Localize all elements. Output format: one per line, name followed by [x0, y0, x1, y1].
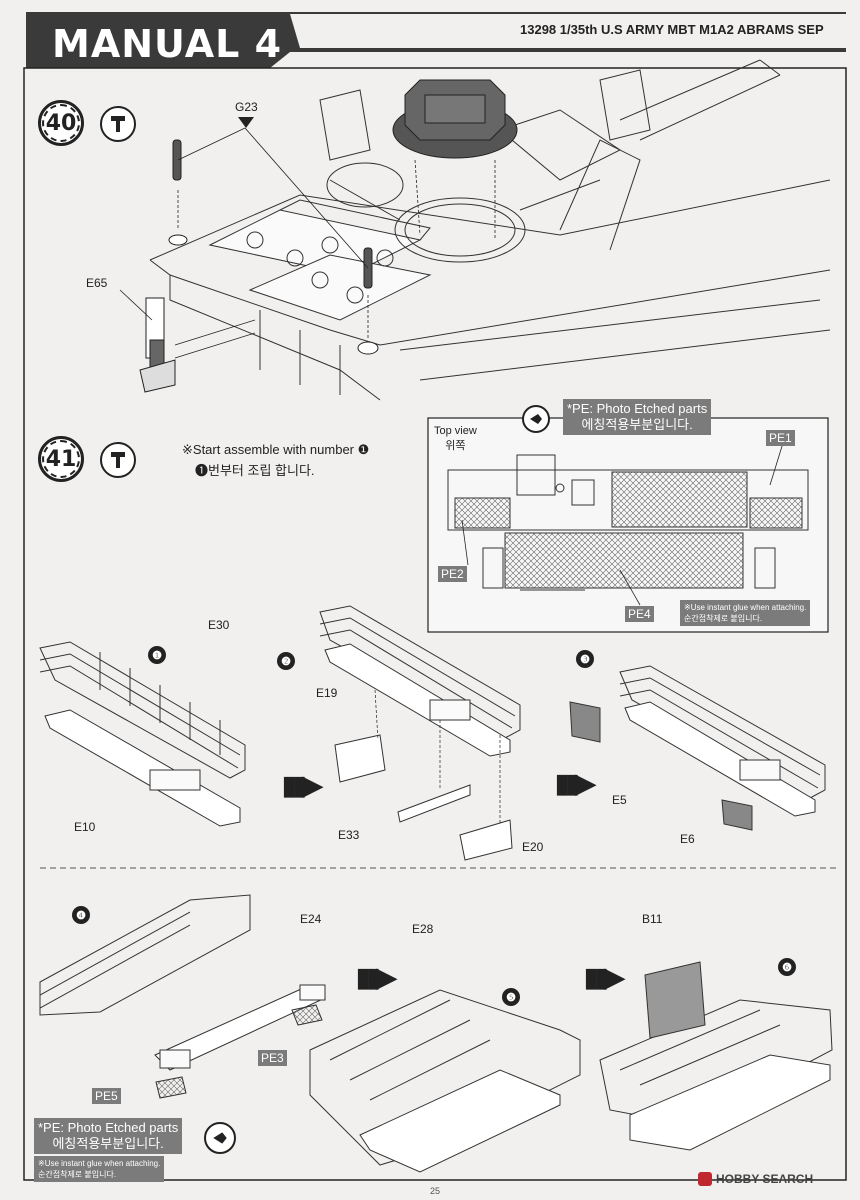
page-number: 25 [430, 1186, 441, 1196]
top-view-leaders [461, 442, 784, 606]
top-view-pe-note-ko: 에칭적용부분입니다. [581, 417, 693, 432]
label-e28: E28 [412, 922, 434, 936]
top-view-pe-note-en: *PE: Photo Etched parts [567, 401, 708, 416]
label-e20: E20 [522, 840, 544, 854]
label-e6: E6 [680, 832, 695, 846]
substep-6-marker: ❻ [778, 958, 796, 976]
label-g23: G23 [235, 100, 258, 114]
substep6-drawing [599, 961, 833, 1151]
hammer-icon [100, 106, 136, 142]
label-pe2: PE2 [438, 566, 467, 582]
next-arrow-icon: ▮▮▶ [584, 962, 625, 992]
page-border [23, 67, 847, 1181]
top-view-glue-ko: 순간접착제로 붙입니다. [684, 614, 763, 623]
watermark: HOBBY SEARCH [698, 1172, 813, 1186]
label-e65: E65 [86, 276, 108, 290]
g23-pointer [238, 117, 254, 128]
step-41-number: 41 [45, 446, 77, 472]
hammer-icon [100, 442, 136, 478]
g23-parts [168, 139, 379, 355]
label-e19: E19 [316, 686, 338, 700]
top-view-glue-en: ※Use instant glue when attaching. [684, 603, 807, 612]
glue-icon [522, 405, 550, 433]
bottom-glue-en: ※Use instant glue when attaching. [38, 1159, 161, 1168]
top-view-title: Top view 위쪽 [434, 425, 477, 453]
top-view-glue-note: ※Use instant glue when attaching. 순간접착제로… [680, 600, 811, 626]
label-e30: E30 [208, 618, 230, 632]
bottom-glue-note: ※Use instant glue when attaching. 순간접착제로… [34, 1156, 165, 1182]
label-b11: B11 [642, 912, 663, 926]
bottom-pe-note-en: *PE: Photo Etched parts [38, 1120, 179, 1135]
top-view-pe-note: *PE: Photo Etched parts 에칭적용부분입니다. [563, 399, 712, 435]
step-40-badge: 40 [38, 100, 84, 146]
label-pe1: PE1 [766, 430, 795, 446]
bottom-glue-ko: 순간접착제로 붙입니다. [38, 1170, 117, 1179]
e65-part [139, 297, 176, 393]
label-e24: E24 [300, 912, 322, 926]
manual-title: MANUAL 4 [52, 22, 283, 66]
bottom-pe-note: *PE: Photo Etched parts 에칭적용부분입니다. [34, 1118, 183, 1154]
step41-note-en: ※Start assemble with number ❶ [182, 442, 370, 457]
watermark-text: HOBBY SEARCH [716, 1172, 814, 1186]
step40-guides [119, 127, 496, 359]
step-40-number: 40 [45, 110, 77, 136]
step-41-badge: 41 [38, 436, 84, 482]
label-pe3: PE3 [258, 1050, 287, 1066]
substep4-drawing [39, 894, 326, 1099]
substep-3-marker: ❸ [576, 650, 594, 668]
substep2-guides [374, 689, 501, 825]
top-view-title-en: Top view [434, 425, 477, 437]
top-view-title-ko: 위쪽 [445, 440, 466, 452]
header-light-bar [290, 14, 846, 48]
label-pe4: PE4 [625, 606, 654, 622]
model-title: 13298 1/35th U.S ARMY MBT M1A2 ABRAMS SE… [520, 22, 824, 37]
cupola-part [392, 79, 518, 159]
top-view-drawing [447, 454, 809, 591]
substep-5-marker: ❺ [502, 988, 520, 1006]
substep1-drawing [39, 641, 246, 827]
label-pe5: PE5 [92, 1088, 121, 1104]
hobby-search-logo-icon [698, 1172, 712, 1186]
glue-icon [204, 1122, 236, 1154]
step41-note-ko: ❶번부터 조립 합니다. [195, 463, 315, 478]
label-e5: E5 [612, 793, 627, 807]
substep-4-marker: ❹ [72, 906, 90, 924]
next-arrow-icon: ▮▮▶ [356, 962, 397, 992]
bottom-pe-note-ko: 에칭적용부분입니다. [52, 1136, 164, 1151]
substep-1-marker: ❶ [148, 646, 166, 664]
label-e10: E10 [74, 820, 96, 834]
substep-2-marker: ❷ [277, 652, 295, 670]
next-arrow-icon: ▮▮▶ [282, 770, 323, 800]
step40-drawing [149, 59, 831, 401]
substep5-drawing [309, 989, 581, 1173]
substep2-drawing [319, 605, 521, 861]
label-e33: E33 [338, 828, 360, 842]
next-arrow-icon: ▮▮▶ [555, 768, 596, 798]
substep3-drawing [569, 665, 826, 831]
